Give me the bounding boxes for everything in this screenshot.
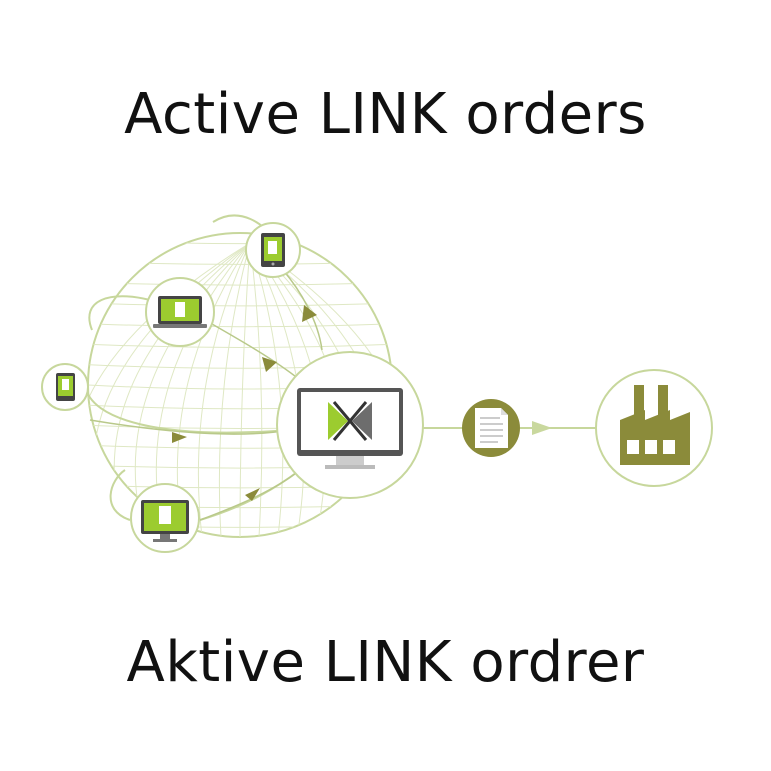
laptop-icon [153, 296, 207, 328]
device-node-tablet-left [41, 363, 89, 411]
globe-latitude-line [93, 343, 387, 348]
output-line [423, 421, 596, 435]
document-icon [475, 408, 508, 448]
arrow-head-3 [172, 432, 187, 443]
device-node-tablet-top [245, 222, 301, 278]
globe-longitude-line [218, 242, 251, 537]
arrow-heads [172, 305, 317, 501]
device-node-laptop [145, 277, 215, 347]
globe-latitude-line [100, 323, 380, 328]
globe-longitude-line [197, 242, 251, 537]
factory-icon [620, 385, 690, 465]
globe-latitude-line [111, 303, 369, 307]
arrow-head-output [532, 421, 552, 435]
device-node-desktop [130, 483, 200, 553]
flow-arrows [89, 269, 323, 521]
title-norwegian: Aktive LINK ordrer [126, 630, 645, 695]
title-english: Active LINK orders [124, 82, 647, 147]
arrow-head-2 [262, 357, 277, 372]
document-node [462, 399, 520, 457]
globe-longitude-line [249, 242, 263, 537]
globe-latitude-line [148, 262, 332, 265]
hub-node [276, 351, 424, 499]
tablet-icon [261, 233, 285, 267]
globe-longitude-line [249, 242, 284, 537]
factory-node [595, 369, 713, 487]
arrow-head-4 [245, 488, 260, 501]
globe-longitude-line [239, 242, 251, 537]
tablet-icon [56, 373, 75, 401]
desktop-icon [141, 500, 189, 542]
arrow-head-1 [302, 305, 317, 322]
computer-monitor-logo-icon [297, 388, 403, 469]
